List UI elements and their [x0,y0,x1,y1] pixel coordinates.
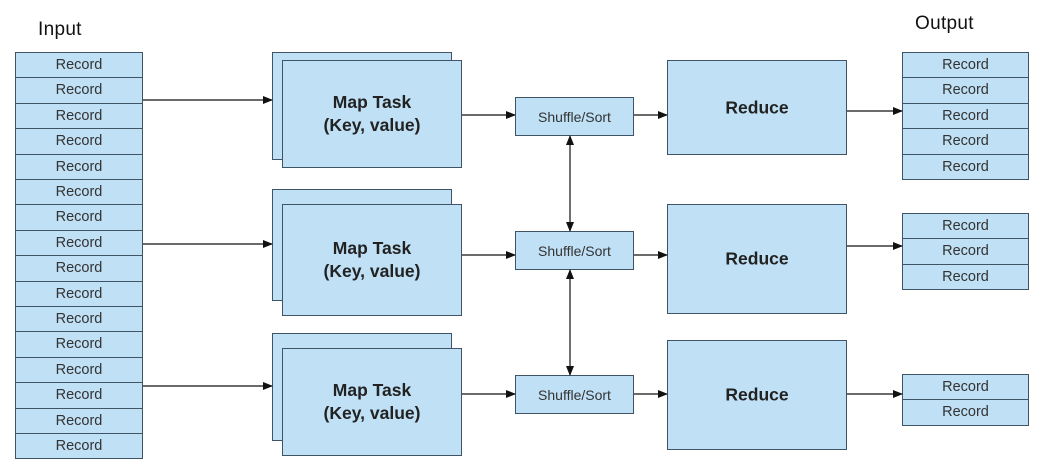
output-record: Record [902,77,1029,104]
shuffle-sort-box: Shuffle/Sort [515,231,634,270]
input-record: Record [15,179,143,206]
map-task-box: Map Task (Key, value) [282,60,462,168]
input-record: Record [15,306,143,333]
map-task-title: Map Task [332,238,412,258]
input-record: Record [15,382,143,409]
output-record: Record [902,238,1029,265]
shuffle-sort-label: Shuffle/Sort [538,242,611,259]
input-record: Record [15,52,143,79]
reduce-box: Reduce [667,60,847,155]
input-record: Record [15,407,143,434]
output-heading: Output [915,13,974,34]
map-task-box: Map Task (Key, value) [282,348,462,456]
map-task-title: Map Task [332,380,412,400]
output-record: Record [902,153,1029,180]
output-record: Record [902,102,1029,130]
input-record: Record [15,128,143,155]
shuffle-sort-label: Shuffle/Sort [538,386,611,403]
input-record: Record [15,153,143,180]
map-task-box: Map Task (Key, value) [282,204,462,316]
output-record: Record [902,263,1029,291]
input-record: Record [15,77,143,104]
input-record: Record [15,433,143,460]
shuffle-sort-box: Shuffle/Sort [515,97,634,136]
input-heading: Input [38,19,82,40]
reduce-box: Reduce [667,204,847,314]
shuffle-sort-label: Shuffle/Sort [538,108,611,125]
reduce-label: Reduce [725,248,789,269]
reduce-label: Reduce [725,97,789,117]
output-record: Record [902,128,1029,155]
shuffle-sort-box: Shuffle/Sort [515,375,634,414]
map-task-title: Map Task [332,92,412,112]
input-record: Record [15,255,143,282]
map-task-subtitle: (Key, value) [323,261,421,281]
reduce-box: Reduce [667,340,847,450]
input-record: Record [15,102,143,130]
output-record: Record [902,52,1029,79]
map-task-subtitle: (Key, value) [323,115,421,135]
output-record: Record [902,399,1029,426]
reduce-label: Reduce [725,384,789,405]
map-task-subtitle: (Key, value) [323,403,421,423]
input-record: Record [15,229,143,257]
input-record: Record [15,204,143,231]
